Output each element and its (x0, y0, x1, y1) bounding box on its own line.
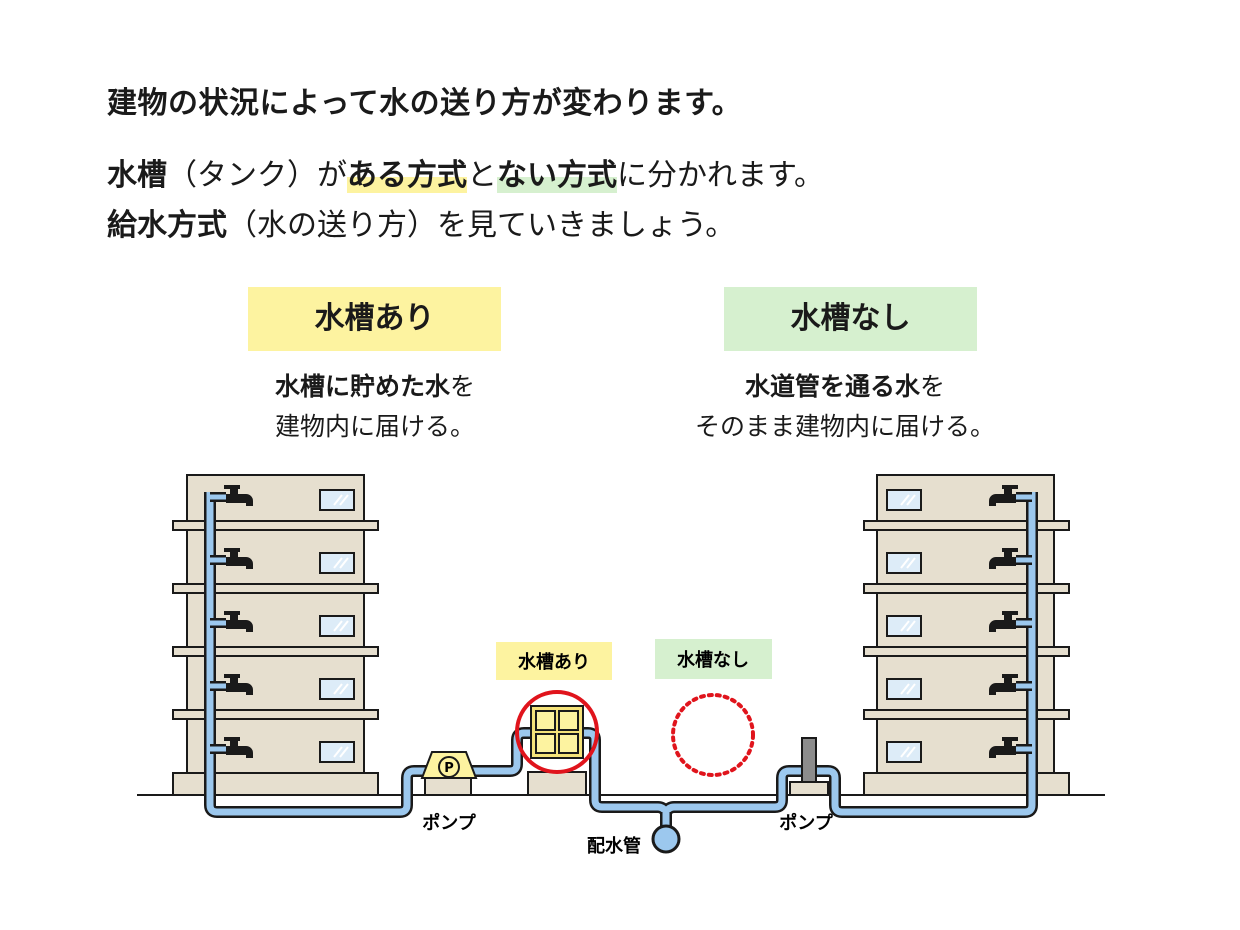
with-tank-desc-rest: を (450, 372, 476, 401)
page-heading: 建物の状況によって水の送り方が変わります。 (107, 86, 743, 121)
main-pipe-label: 配水管 (587, 835, 641, 857)
pump-left-label: ポンプ (422, 812, 476, 834)
diagram-no-tank-tag (655, 639, 772, 679)
pump-right-label: ポンプ (779, 812, 833, 834)
pump-symbol: P (444, 761, 454, 776)
tank-marker-circle (515, 690, 599, 774)
pump-base-right (789, 781, 829, 796)
water-pipes (204, 492, 1038, 826)
intro-term-supply: 給水方式 (107, 208, 227, 243)
pump-right (801, 737, 817, 783)
left-building (172, 474, 379, 796)
main-pipe-icon (651, 824, 681, 854)
intro-highlight-without-tank: ない方式 (497, 158, 617, 193)
without-tank-description: 水道管を通る水を そのまま建物内に届ける。 (660, 367, 1030, 447)
without-tank-desc-bold: 水道管を通る水 (744, 372, 920, 401)
no-tank-marker-circle (671, 693, 755, 777)
without-tank-desc-line2: そのまま建物内に届ける。 (694, 412, 995, 441)
intro-text: （タンク）が (167, 158, 347, 193)
diagram-no-tank-label: 水槽なし (677, 649, 749, 671)
with-tank-label: 水槽あり (248, 287, 501, 351)
intro-line-1: 水槽（タンク）がある方式とない方式に分かれます。 (107, 150, 824, 194)
water-tank (530, 705, 584, 759)
with-tank-desc-line2: 建物内に届ける。 (274, 412, 475, 441)
intro-text: と (467, 158, 497, 193)
intro-term-tank: 水槽 (107, 158, 167, 193)
intro-text: （水の送り方）を見ていきましょう。 (227, 208, 736, 243)
intro-line-2: 給水方式（水の送り方）を見ていきましょう。 (107, 200, 735, 244)
with-tank-description: 水槽に貯めた水を 建物内に届ける。 (220, 367, 530, 447)
pump-base-left (424, 777, 472, 796)
tank-base (527, 771, 587, 796)
diagram-tank-label: 水槽あり (518, 651, 590, 673)
right-building (863, 474, 1070, 796)
without-tank-desc-rest: を (920, 372, 946, 401)
intro-highlight-with-tank: ある方式 (347, 158, 467, 193)
diagram-tank-tag (496, 642, 612, 680)
without-tank-label: 水槽なし (724, 287, 977, 351)
pump-left: P (420, 751, 478, 779)
with-tank-desc-bold: 水槽に貯めた水 (274, 372, 450, 401)
intro-text: に分かれます。 (617, 158, 824, 193)
